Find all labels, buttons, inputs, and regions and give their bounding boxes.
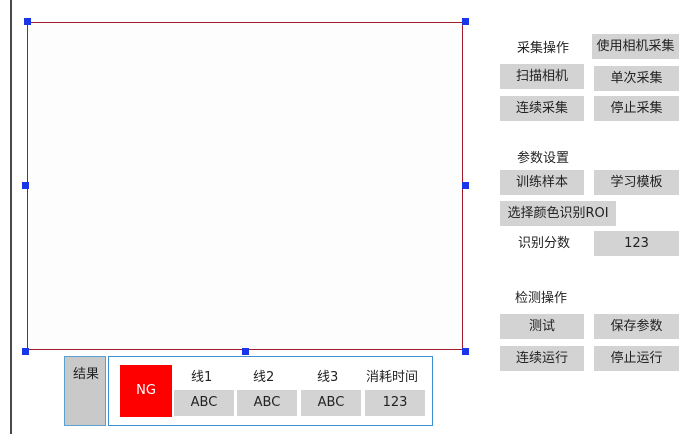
result-label-box: 结果 xyxy=(64,356,106,426)
line3-header: 线3 xyxy=(317,370,339,385)
roi-handle-top-left[interactable] xyxy=(24,18,31,25)
use-camera-capture-button[interactable]: 使用相机采集 xyxy=(592,34,679,59)
elapsed-time-value: 123 xyxy=(365,390,425,416)
left-divider xyxy=(10,0,12,434)
single-capture-button[interactable]: 单次采集 xyxy=(594,66,679,91)
continuous-capture-button[interactable]: 连续采集 xyxy=(500,96,584,121)
scan-camera-button[interactable]: 扫描相机 xyxy=(500,64,584,89)
roi-handle-bottom-right[interactable] xyxy=(462,348,469,355)
test-button[interactable]: 测试 xyxy=(500,314,584,339)
line2-value: ABC xyxy=(237,390,297,416)
roi-handle-bottom-center[interactable] xyxy=(242,348,249,355)
params-section-label: 参数设置 xyxy=(517,151,570,166)
continuous-run-button[interactable]: 连续运行 xyxy=(500,346,584,371)
roi-handle-bottom-left[interactable] xyxy=(22,348,29,355)
line3-value: ABC xyxy=(301,390,361,416)
stop-run-button[interactable]: 停止运行 xyxy=(594,346,679,371)
roi-handle-middle-right[interactable] xyxy=(462,182,469,189)
image-display-area[interactable] xyxy=(27,22,463,350)
status-badge: NG xyxy=(120,365,172,417)
line1-value: ABC xyxy=(174,390,234,416)
detect-section-label: 检测操作 xyxy=(515,291,568,306)
roi-handle-middle-left[interactable] xyxy=(22,182,29,189)
score-label: 识别分数 xyxy=(518,236,571,251)
learn-template-button[interactable]: 学习模板 xyxy=(594,170,679,195)
train-sample-button[interactable]: 训练样本 xyxy=(500,170,584,195)
capture-section-label: 采集操作 xyxy=(517,41,570,56)
result-label: 结果 xyxy=(73,367,100,382)
save-params-button[interactable]: 保存参数 xyxy=(594,314,679,339)
select-color-roi-button[interactable]: 选择颜色识别ROI xyxy=(500,201,616,226)
line2-header: 线2 xyxy=(253,370,275,385)
result-panel: NG 线1 线2 线3 消耗时间 ABC ABC ABC 123 xyxy=(108,356,433,426)
line1-header: 线1 xyxy=(191,370,213,385)
elapsed-time-header: 消耗时间 xyxy=(366,370,419,385)
score-value[interactable]: 123 xyxy=(594,231,679,256)
stop-capture-button[interactable]: 停止采集 xyxy=(594,96,679,121)
roi-handle-top-right[interactable] xyxy=(462,18,469,25)
